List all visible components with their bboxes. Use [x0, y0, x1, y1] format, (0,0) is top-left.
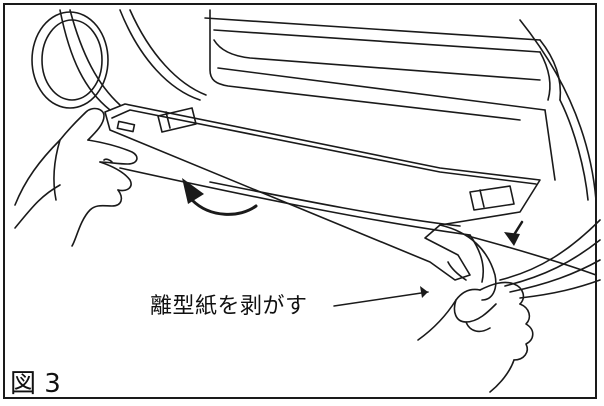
- release-paper-curl: [439, 224, 497, 301]
- callout-release-paper: 離型紙を剥がす: [150, 294, 308, 319]
- figure-number-label: 図 3: [10, 369, 61, 399]
- peel-direction-arrow-head: [504, 232, 520, 246]
- rotation-arrow-head: [182, 178, 204, 204]
- rotation-arrow: [190, 198, 258, 216]
- callout-leader-head: [420, 286, 428, 298]
- callout-leader: [333, 291, 429, 307]
- scuff-plate-panel: [104, 103, 541, 281]
- figure-frame: [3, 3, 597, 399]
- right-hand: [417, 261, 534, 393]
- adhesive-tab-left: [157, 107, 197, 133]
- vehicle-body-lines: [14, 9, 601, 299]
- left-hand: [14, 107, 138, 247]
- speaker-grille: [31, 11, 109, 109]
- adhesive-tab-right: [469, 185, 515, 211]
